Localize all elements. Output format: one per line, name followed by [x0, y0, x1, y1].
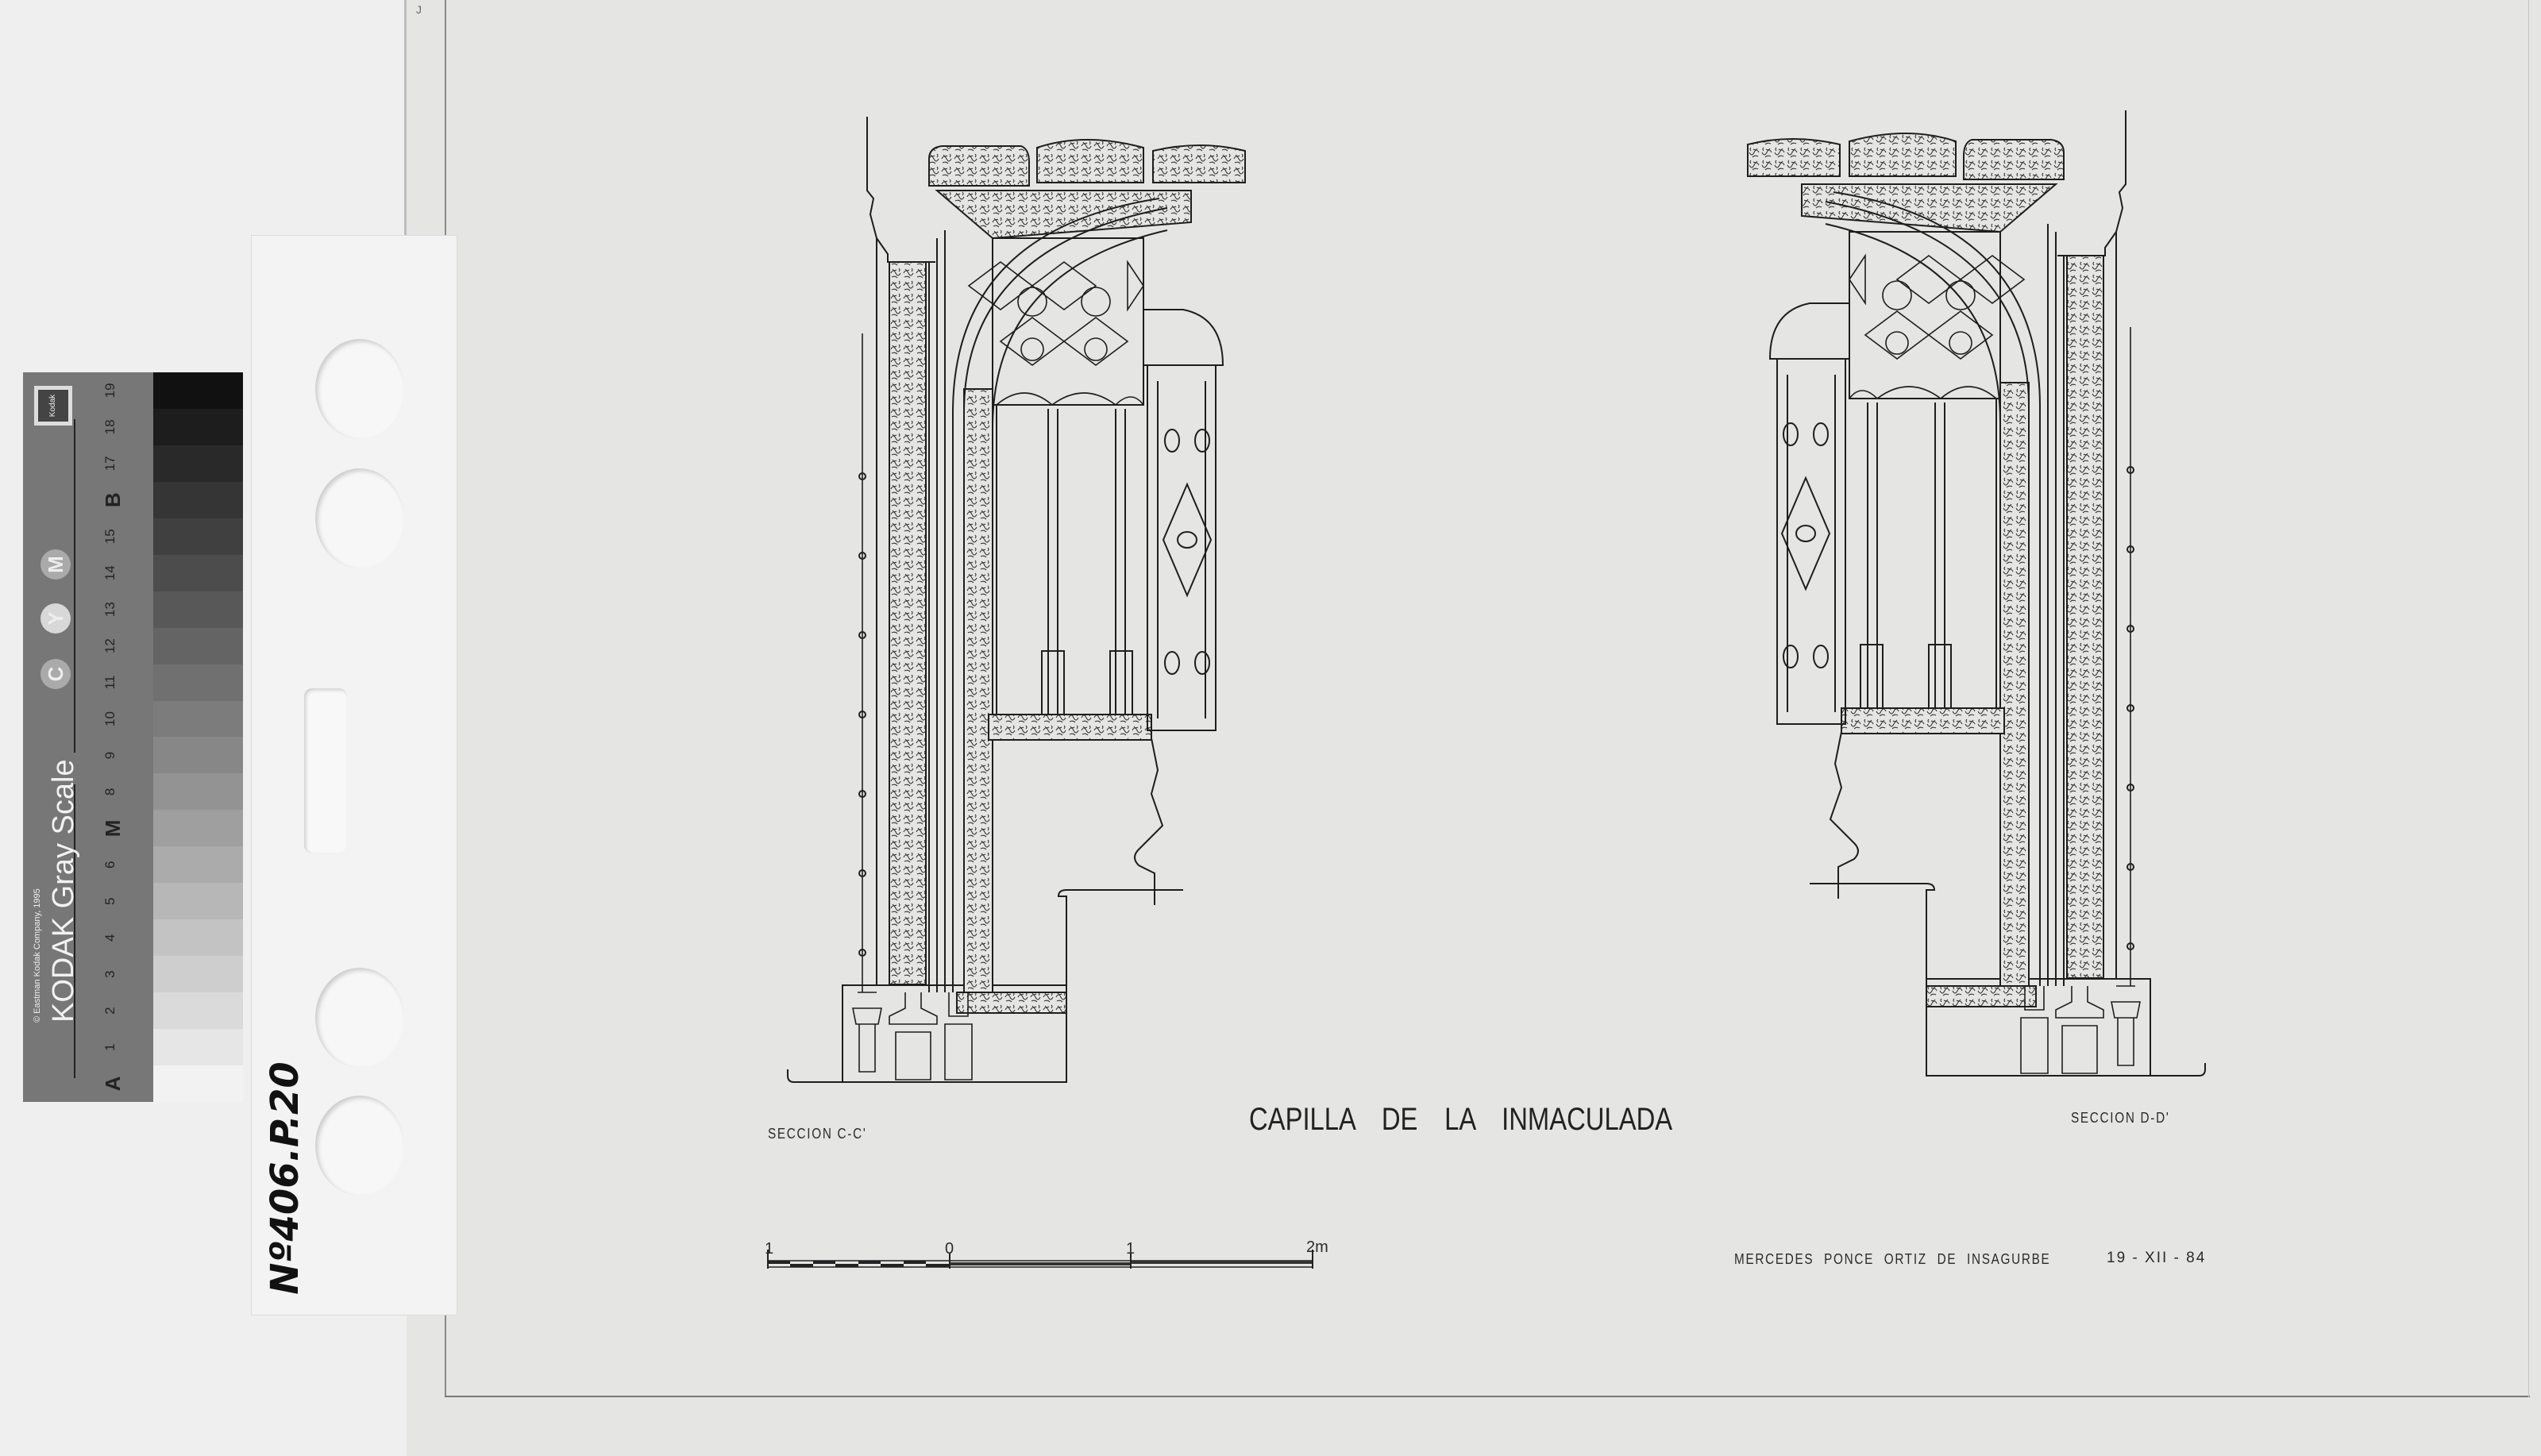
frame-border-right — [2528, 0, 2529, 1397]
punch-hole — [315, 468, 404, 568]
section-c-c-drawing — [787, 116, 1246, 1083]
scale-label-1: 1 — [765, 1240, 774, 1258]
scale-label-1m: 1 — [1126, 1240, 1136, 1258]
section-label-d: SECCION D-D' — [2071, 1110, 2170, 1126]
section-d-d-drawing — [1747, 110, 2206, 1077]
slot-hole — [304, 688, 347, 853]
punch-hole — [315, 1096, 404, 1196]
scale-bar — [767, 1250, 1313, 1269]
corner-mark: J — [416, 3, 422, 16]
section-label-c: SECCION C-C' — [768, 1126, 867, 1142]
sheet-edge — [404, 0, 407, 238]
punch-hole — [315, 968, 404, 1068]
scale-label-0: 0 — [945, 1240, 954, 1258]
punch-hole — [315, 339, 404, 439]
frame-border-bottom — [445, 1396, 2530, 1397]
kodak-gray-scale-card: © Eastman Kodak Company, 1995 KODAK Gray… — [23, 372, 243, 1102]
drawing-title: CAPILLA DE LA INMACULADA — [1249, 1102, 1673, 1137]
drawing-sheet — [407, 0, 2541, 1456]
drawing-date: 19 - XII - 84 — [2107, 1250, 2207, 1266]
archive-strip — [251, 235, 457, 1315]
author: MERCEDES PONCE ORTIZ DE INSAGURBE — [1734, 1251, 2051, 1267]
scale-label-2m: 2m — [1306, 1238, 1328, 1256]
